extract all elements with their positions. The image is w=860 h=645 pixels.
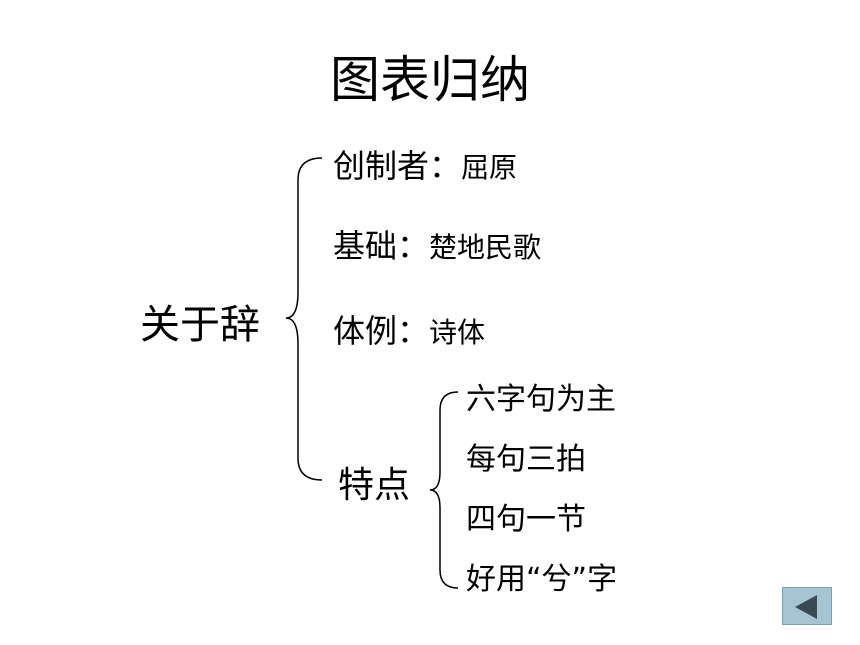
page-title: 图表归纳	[330, 51, 530, 109]
back-triangle-icon	[795, 595, 817, 619]
item-features: 特点	[338, 468, 410, 504]
root-label: 关于辞	[140, 302, 260, 348]
back-button[interactable]	[782, 587, 832, 625]
feature-item: 每句三拍	[466, 442, 586, 477]
item-basis-label: 基础：	[333, 227, 430, 265]
item-basis-value: 楚地民歌	[429, 231, 542, 264]
item-creator-value: 屈原	[461, 151, 518, 184]
features-brace	[429, 391, 459, 589]
item-form-value: 诗体	[429, 316, 486, 349]
item-creator: 创制者：屈原	[333, 150, 517, 182]
item-basis: 基础：楚地民歌	[333, 230, 541, 262]
item-form-label: 体例：	[333, 312, 430, 350]
item-creator-label: 创制者：	[333, 147, 462, 185]
main-brace	[285, 157, 323, 481]
feature-item: 六字句为主	[466, 382, 616, 417]
feature-item: 四句一节	[466, 502, 586, 537]
item-form: 体例：诗体	[333, 315, 485, 347]
item-features-label: 特点	[338, 465, 411, 506]
feature-item: 好用“兮”字	[466, 562, 618, 597]
